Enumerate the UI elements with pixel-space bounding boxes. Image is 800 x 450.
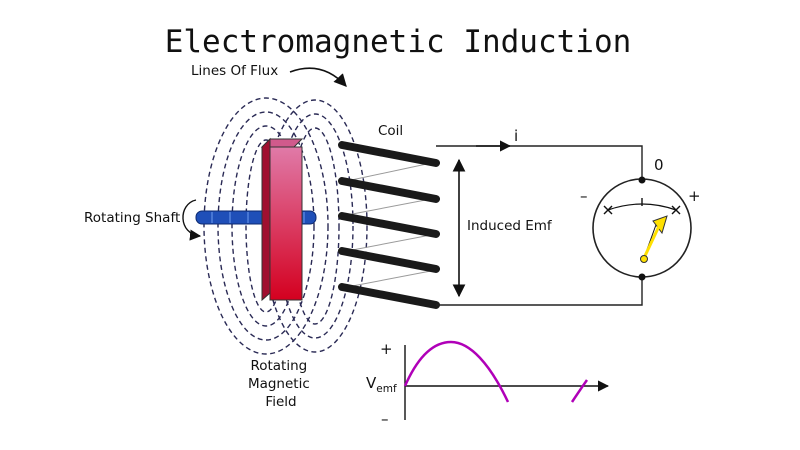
induced-emf-label: Induced Emf [467,218,553,234]
emf-wave-tail [570,379,589,403]
v-label: V [366,374,377,392]
graph-minus-label: – [381,410,389,428]
meter-zero-label: 0 [654,156,664,174]
graph-plus-label: + [380,340,393,358]
rotation-arrow-icon [182,199,202,241]
flux-line-left-2 [217,111,315,341]
galvanometer [592,176,692,281]
emf-subscript: emf [376,383,397,395]
emf-wave [403,340,510,403]
coil [338,141,440,309]
rotating-magnetic-field-label: Rotating Magnetic Field [248,358,314,410]
v-emf-label: Vemf [366,374,397,395]
rmf-line-3: Field [265,394,296,410]
coil-turn [338,141,440,167]
magnet [260,137,304,302]
rmf-line-2: Magnetic [248,376,310,392]
coil-turn [338,212,440,238]
coil-label: Coil [378,123,403,139]
current-label: i [514,127,518,145]
flux-line-right-inner [290,127,340,325]
meter-plus-label: + [688,187,701,205]
diagram-title: Electromagnetic Induction [165,24,632,60]
rmf-line-1: Rotating [250,358,307,374]
coil-turn [338,283,440,309]
emf-graph [403,340,610,420]
meter-minus-label: – [580,187,588,205]
coil-turn [338,177,440,203]
flux-line-left-outer [203,97,329,355]
rotating-shaft-label: Rotating Shaft [84,210,180,226]
curved-arrow-icon [289,67,347,87]
coil-turn [338,247,440,273]
lines-of-flux-label: Lines Of Flux [191,63,278,79]
